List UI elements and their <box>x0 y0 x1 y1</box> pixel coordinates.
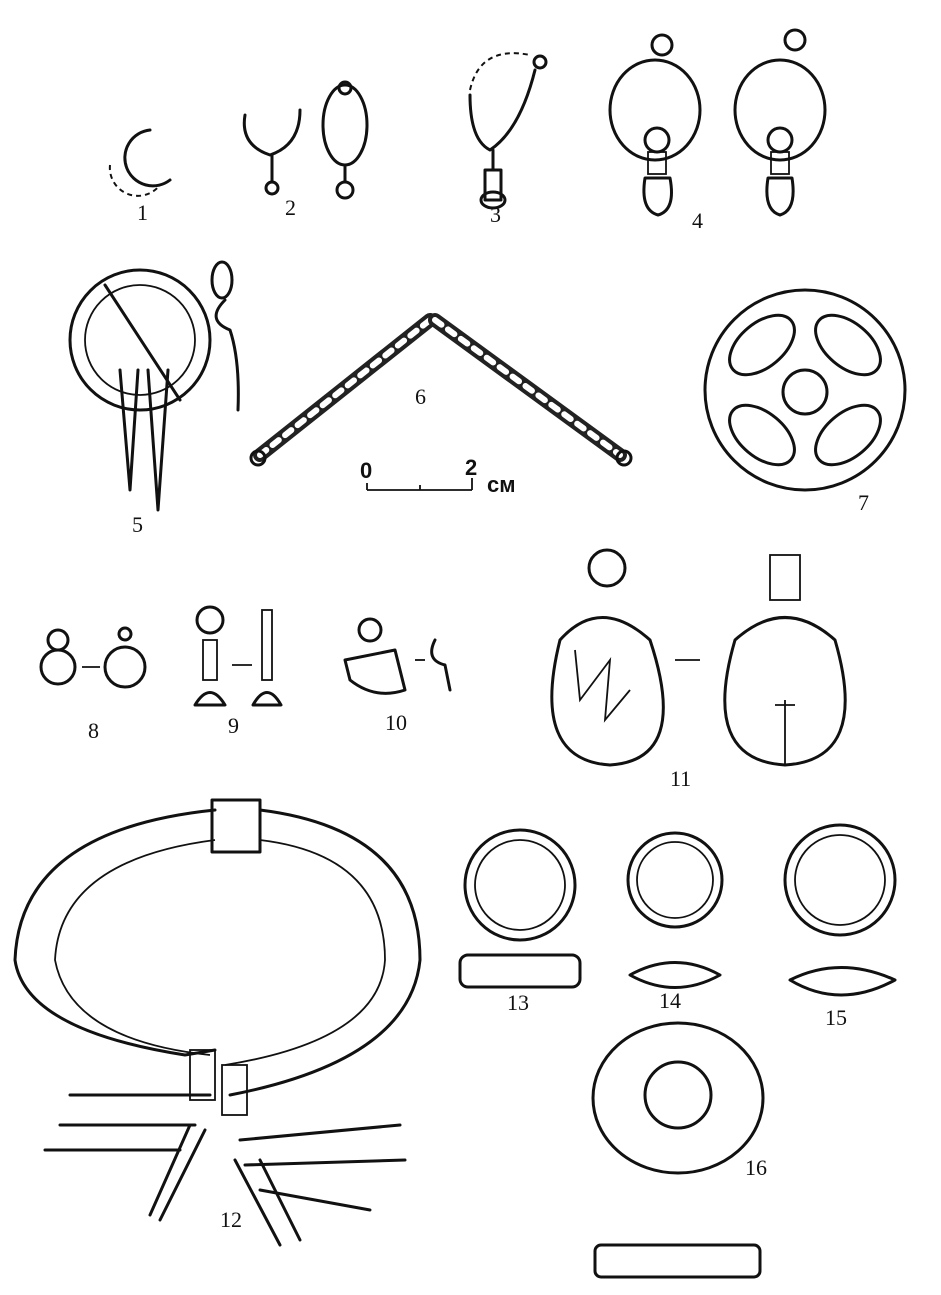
figure-label-8: 8 <box>88 718 99 743</box>
artifact-1-ring <box>108 128 172 197</box>
figure-label-2: 2 <box>285 195 296 220</box>
figure-label-3: 3 <box>490 202 501 227</box>
figure-label-12: 12 <box>220 1207 242 1232</box>
figure-label-7: 7 <box>858 490 869 515</box>
artifact-9-pendant <box>193 605 283 707</box>
artifact-8-pendant <box>39 626 147 689</box>
figure-label-1: 1 <box>137 200 148 225</box>
artifact-11-bells <box>550 548 847 767</box>
artifact-14-ring <box>626 831 724 989</box>
artifact-3-pendant <box>468 52 548 210</box>
scale-bar <box>366 478 473 491</box>
artifact-4-earrings <box>608 28 827 217</box>
scale-unit-label: см <box>487 472 516 497</box>
artifact-5-penannular-brooch <box>68 260 240 512</box>
artifact-13-ring <box>458 828 582 989</box>
scale-start-label: 0 <box>360 458 372 483</box>
figure-label-9: 9 <box>228 713 239 738</box>
figure-label-11: 11 <box>670 766 691 791</box>
figure-label-6: 6 <box>415 384 426 409</box>
figure-label-16: 16 <box>745 1155 767 1180</box>
figure-label-13: 13 <box>507 990 529 1015</box>
figure-label-14: 14 <box>659 988 681 1013</box>
artifact-16-spindle-whorl <box>591 1021 765 1279</box>
figure-label-10: 10 <box>385 710 407 735</box>
figure-label-4: 4 <box>692 208 703 233</box>
artifact-2-earrings <box>242 80 369 200</box>
artifact-12-neck-ring <box>13 798 422 1247</box>
scale-end-label: 2 <box>465 455 477 480</box>
artifact-10-pendant <box>343 617 452 695</box>
figure-label-15: 15 <box>825 1005 847 1030</box>
figure-label-5: 5 <box>132 512 143 537</box>
artifact-6-twisted-chain <box>249 313 633 467</box>
artifact-15-ring <box>783 823 897 997</box>
artifact-7-openwork-disc <box>703 288 907 492</box>
